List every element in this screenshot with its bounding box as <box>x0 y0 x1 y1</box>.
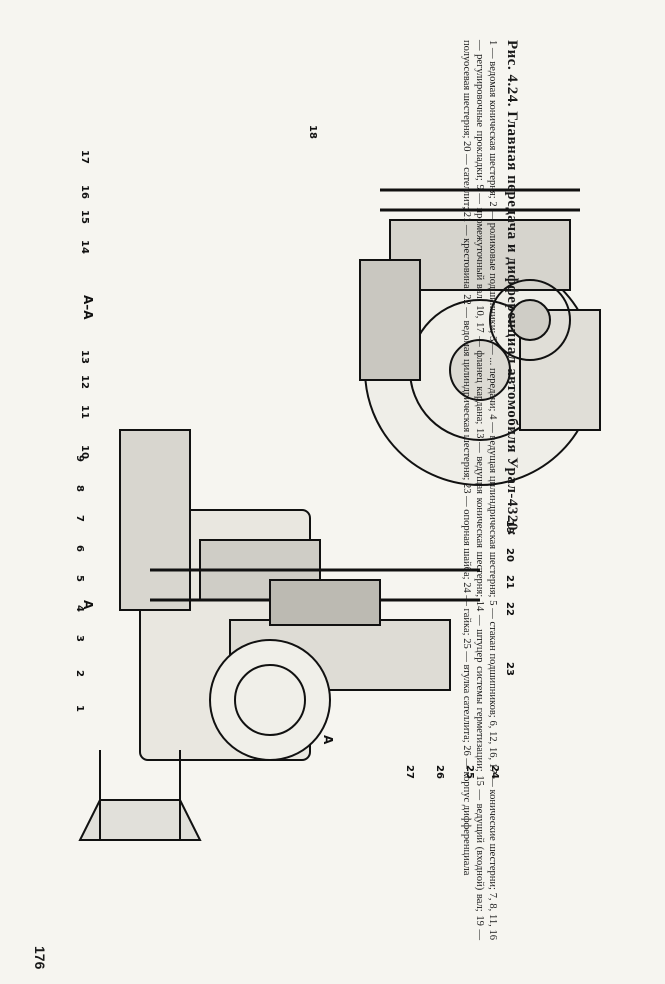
section-marker-bottom: А <box>321 735 335 745</box>
gearbox-drawing <box>78 188 601 841</box>
callout-left-2: 2 <box>74 670 85 677</box>
section-view <box>359 188 601 486</box>
figure-caption: Рис. 4.24. Главная передача и дифференци… <box>370 40 520 940</box>
page-number: 176 <box>32 946 48 970</box>
callout-left-6: 6 <box>74 545 85 552</box>
callout-right-14: 14 <box>79 240 90 254</box>
section-marker-left: А <box>81 600 95 610</box>
callout-left-8: 8 <box>74 485 85 492</box>
callout-right-17: 17 <box>79 150 90 164</box>
callout-right-10: 10 <box>79 445 90 459</box>
callout-left-3: 3 <box>74 635 85 642</box>
caption-body: 1 — ведомая коническая шестерня; 2 — рол… <box>461 40 498 940</box>
caption-title: Рис. 4.24. Главная передача и дифференци… <box>504 40 520 537</box>
section-label: А–А <box>81 295 95 320</box>
callout-right-11: 11 <box>79 405 90 419</box>
callout-left-7: 7 <box>74 515 85 522</box>
callout-right-15: 15 <box>79 210 90 224</box>
differential-view <box>78 429 480 841</box>
callout-right-12: 12 <box>79 375 90 389</box>
callout-right-13: 13 <box>79 350 90 364</box>
callout-left-1: 1 <box>74 705 85 712</box>
callout-right-16: 16 <box>79 185 90 199</box>
callout-right-18: 18 <box>307 125 318 139</box>
callout-left-5: 5 <box>74 575 85 582</box>
